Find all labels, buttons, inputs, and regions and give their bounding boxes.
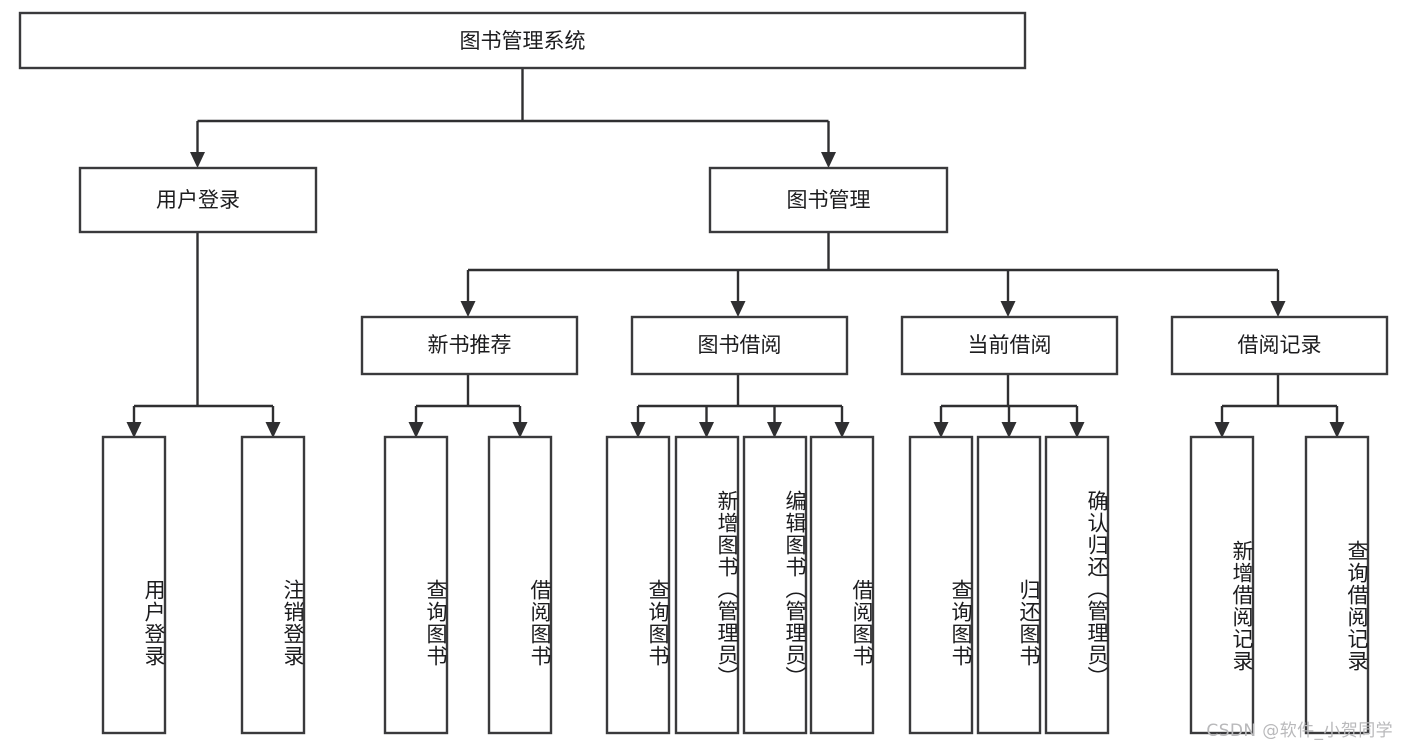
arrow-bookborrow-to-leaf1	[630, 422, 646, 438]
leaf-borrow-book-2-box[interactable]	[809, 435, 875, 735]
node-current-borrow-label: 当前借阅	[968, 333, 1052, 357]
node-new-book-rec-label: 新书推荐	[428, 333, 512, 357]
leaf-add-book-box[interactable]	[674, 435, 740, 735]
arrow-root-to-book-manage	[821, 152, 836, 168]
arrow-bookborrow-to-leaf3	[767, 422, 782, 438]
csdn-watermark: CSDN @软件_小贺同学	[1206, 721, 1393, 741]
arrow-userlogin-to-leaf1	[126, 422, 142, 438]
leaf-query-record-box[interactable]	[1304, 435, 1370, 735]
arrow-userlogin-to-leaf2	[265, 422, 281, 438]
leaf-logout-login-box[interactable]	[240, 435, 306, 735]
leaf-add-record-box[interactable]	[1189, 435, 1255, 735]
connector-group-bookmanage-to-level3	[460, 232, 1286, 317]
connector-group-root-to-level2	[190, 68, 836, 168]
node-borrow-record-box[interactable]	[1170, 315, 1389, 376]
node-book-manage-box[interactable]	[708, 166, 949, 234]
leaf-return-book-box[interactable]	[976, 435, 1042, 735]
node-book-manage[interactable]: 图书管理	[708, 166, 949, 234]
node-book-manage-label: 图书管理	[787, 188, 871, 212]
leaf-query-book-3-box[interactable]	[908, 435, 974, 735]
arrow-currentborrow-to-leaf2	[1001, 422, 1017, 438]
node-new-book-rec-box[interactable]	[360, 315, 579, 376]
node-user-login[interactable]: 用户登录	[78, 166, 318, 234]
node-borrow-record[interactable]: 借阅记录	[1170, 315, 1389, 376]
node-root-label: 图书管理系统	[460, 29, 586, 53]
node-current-borrow[interactable]: 当前借阅	[900, 315, 1119, 376]
arrow-bookmanage-to-newbook	[460, 301, 476, 317]
node-book-borrow-label: 图书借阅	[698, 333, 782, 357]
arrow-borrowrecord-to-leaf1	[1214, 422, 1230, 438]
connector-group-bookborrow-to-leaves	[630, 374, 850, 438]
arrow-currentborrow-to-leaf3	[1069, 422, 1085, 438]
leaf-confirm-return-box[interactable]	[1044, 435, 1110, 735]
arrow-bookborrow-to-leaf2	[699, 422, 714, 438]
leaf-borrow-book-1-box[interactable]	[487, 435, 553, 735]
arrow-bookmanage-to-currentborrow	[1000, 301, 1016, 317]
node-book-borrow[interactable]: 图书借阅	[630, 315, 849, 376]
node-user-login-box[interactable]	[78, 166, 318, 234]
connector-group-newbook-to-leaves	[408, 374, 528, 438]
connector-group-currentborrow-to-leaves	[933, 374, 1085, 438]
arrow-bookborrow-to-leaf4	[834, 422, 850, 438]
leaf-user-login-box[interactable]	[101, 435, 167, 735]
arrow-newbook-to-leaf1	[408, 422, 424, 438]
arrow-root-to-user-login	[190, 152, 205, 168]
node-book-borrow-box[interactable]	[630, 315, 849, 376]
connector-group-userlogin-to-leaves	[126, 232, 281, 438]
arrow-bookmanage-to-bookborrow	[730, 301, 746, 317]
leaf-edit-book-box[interactable]	[742, 435, 808, 735]
node-root[interactable]: 图书管理系统	[18, 11, 1027, 70]
leaf-query-book-2-box[interactable]	[605, 435, 671, 735]
connector-group-borrowrecord-to-leaves	[1214, 374, 1345, 438]
leaf-box-group	[101, 435, 1370, 735]
arrow-currentborrow-to-leaf1	[933, 422, 949, 438]
node-user-login-label: 用户登录	[156, 188, 240, 212]
node-new-book-rec[interactable]: 新书推荐	[360, 315, 579, 376]
arrow-borrowrecord-to-leaf2	[1329, 422, 1345, 438]
node-borrow-record-label: 借阅记录	[1238, 333, 1322, 357]
leaf-query-book-1-box[interactable]	[383, 435, 449, 735]
node-root-box[interactable]	[18, 11, 1027, 70]
arrow-newbook-to-leaf2	[512, 422, 528, 438]
arrow-bookmanage-to-borrowrecord	[1270, 301, 1286, 317]
node-current-borrow-box[interactable]	[900, 315, 1119, 376]
